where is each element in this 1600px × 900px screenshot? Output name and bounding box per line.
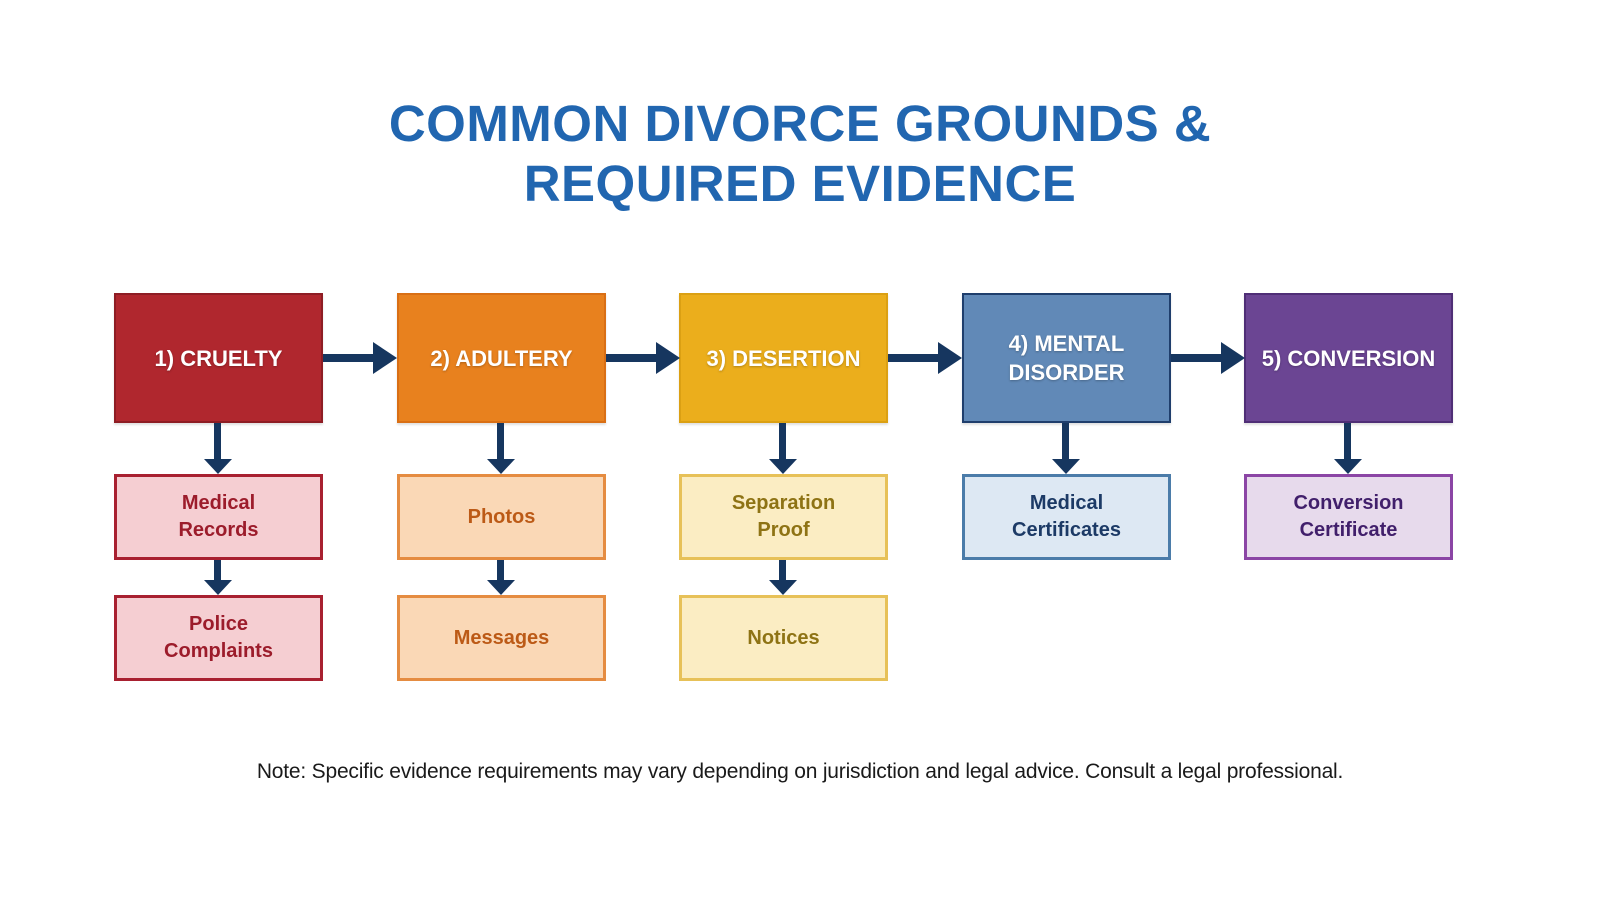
evidence-label-line1: Messages <box>453 626 550 649</box>
page-title-line2: REQUIRED EVIDENCE <box>523 155 1077 212</box>
arrow-shaft <box>888 354 942 362</box>
evidence-label-line1: Medical <box>181 492 256 514</box>
evidence-separation-proof: Separation Proof <box>679 474 888 560</box>
page-title-line1: COMMON DIVORCE GROUNDS & <box>388 95 1212 152</box>
evidence-label-line1: Photos <box>467 505 536 528</box>
evidence-conversion-certificate: Conversion Certificate <box>1244 474 1453 560</box>
arrow-down-icon <box>487 560 515 595</box>
arrow-shaft <box>1171 354 1225 362</box>
evidence-label-line2: Complaints <box>164 640 273 662</box>
node-conversion: 5) CONVERSION <box>1244 293 1453 423</box>
arrow-shaft <box>214 423 221 460</box>
arrow-shaft <box>779 560 786 581</box>
arrow-down-icon <box>769 560 797 595</box>
arrow-head <box>373 342 397 374</box>
arrow-shaft <box>214 560 221 581</box>
evidence-messages: Messages <box>397 595 606 681</box>
page-title: COMMON DIVORCE GROUNDS & REQUIRED EVIDEN… <box>0 94 1600 214</box>
arrow-head <box>1334 459 1362 474</box>
evidence-label-line2: Records <box>178 519 259 541</box>
node-conversion-label: 5) CONVERSION <box>1261 345 1436 371</box>
arrow-right-icon <box>606 342 680 374</box>
evidence-label-line2: Certificate <box>1299 519 1398 541</box>
footer-note: Note: Specific evidence requirements may… <box>256 760 1344 783</box>
arrow-down-icon <box>204 423 232 474</box>
node-adultery-label: 2) ADULTERY <box>430 345 573 371</box>
arrow-down-icon <box>1052 423 1080 474</box>
evidence-label-line1: Conversion <box>1293 492 1404 514</box>
arrow-down-icon <box>1334 423 1362 474</box>
node-desertion-label: 3) DESERTION <box>706 345 861 371</box>
node-desertion: 3) DESERTION <box>679 293 888 423</box>
arrow-down-icon <box>769 423 797 474</box>
evidence-label-line1: Separation <box>731 492 836 514</box>
node-cruelty: 1) CRUELTY <box>114 293 323 423</box>
arrow-head <box>938 342 962 374</box>
evidence-label-line2: Proof <box>757 519 810 541</box>
arrow-head <box>204 580 232 595</box>
node-mental-disorder: 4) MENTAL DISORDER <box>962 293 1171 423</box>
arrow-head <box>487 459 515 474</box>
arrow-head <box>1221 342 1245 374</box>
arrow-head <box>1052 459 1080 474</box>
evidence-medical-certificates: Medical Certificates <box>962 474 1171 560</box>
arrow-shaft <box>1344 423 1351 460</box>
arrow-right-icon <box>888 342 962 374</box>
arrow-shaft <box>497 423 504 460</box>
arrow-right-icon <box>323 342 397 374</box>
node-mental-disorder-label-line2: DISORDER <box>1008 360 1125 385</box>
arrow-head <box>487 580 515 595</box>
arrow-down-icon <box>487 423 515 474</box>
arrow-shaft <box>779 423 786 460</box>
arrow-head <box>769 580 797 595</box>
evidence-label-line1: Notices <box>747 626 820 649</box>
arrow-down-icon <box>204 560 232 595</box>
arrow-head <box>769 459 797 474</box>
evidence-notices: Notices <box>679 595 888 681</box>
arrow-head <box>656 342 680 374</box>
evidence-label-line2: Certificates <box>1012 519 1121 541</box>
evidence-police-complaints: Police Complaints <box>114 595 323 681</box>
node-adultery: 2) ADULTERY <box>397 293 606 423</box>
arrow-shaft <box>1062 423 1069 460</box>
arrow-right-icon <box>1171 342 1245 374</box>
arrow-shaft <box>323 354 377 362</box>
node-cruelty-label: 1) CRUELTY <box>154 345 283 371</box>
arrow-shaft <box>606 354 660 362</box>
evidence-label-line1: Police <box>189 613 248 635</box>
evidence-photos: Photos <box>397 474 606 560</box>
evidence-label-line1: Medical <box>1029 492 1104 514</box>
arrow-head <box>204 459 232 474</box>
arrow-shaft <box>497 560 504 581</box>
node-mental-disorder-label-line1: 4) MENTAL <box>1008 331 1125 356</box>
evidence-medical-records: Medical Records <box>114 474 323 560</box>
